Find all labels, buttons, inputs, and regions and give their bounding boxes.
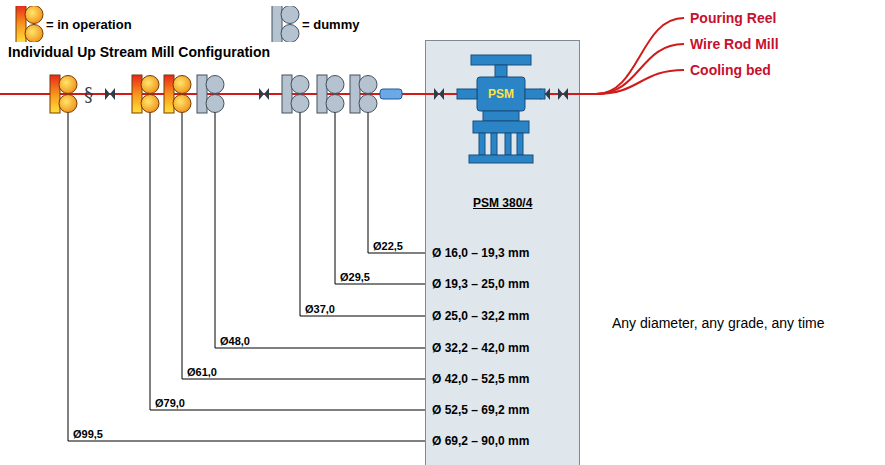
output-label: Cooling bed xyxy=(690,62,771,78)
stand-diameter: Ø79,0 xyxy=(155,397,185,409)
svg-text:§: § xyxy=(84,84,93,105)
diagram-title: Individual Up Stream Mill Configuration xyxy=(8,44,270,60)
diameter-range: Ø 69,2 – 90,0 mm xyxy=(432,434,529,448)
stand-diameter: Ø99,5 xyxy=(73,428,103,440)
stand-diameter: Ø22,5 xyxy=(373,240,403,252)
legend-sample xyxy=(8,6,44,42)
psm-machine: PSM xyxy=(449,53,553,165)
tagline: Any diameter, any grade, any time xyxy=(612,315,824,331)
diameter-range: Ø 19,3 – 25,0 mm xyxy=(432,277,529,291)
machine-name: PSM 380/4 xyxy=(473,196,532,210)
output-label: Wire Rod Mill xyxy=(690,36,779,52)
legend-text: = dummy xyxy=(302,17,359,32)
diameter-range: Ø 32,2 – 42,0 mm xyxy=(432,341,529,355)
diameter-range: Ø 52,5 – 69,2 mm xyxy=(432,403,529,417)
stand-diameter: Ø61,0 xyxy=(187,366,217,378)
diameter-range: Ø 25,0 – 32,2 mm xyxy=(432,309,529,323)
stand-diameter: Ø48,0 xyxy=(220,335,250,347)
stand-diameter: Ø29,5 xyxy=(340,271,370,283)
psm-machine-drawing xyxy=(449,53,553,165)
stand-diameter: Ø37,0 xyxy=(305,303,335,315)
machine-label: PSM xyxy=(488,87,514,101)
legend-text: = in operation xyxy=(46,17,132,32)
diameter-range: Ø 42,0 – 52,5 mm xyxy=(432,372,529,386)
output-label: Pouring Reel xyxy=(690,10,776,26)
diameter-range: Ø 16,0 – 19,3 mm xyxy=(432,246,529,260)
legend-sample xyxy=(264,6,300,42)
